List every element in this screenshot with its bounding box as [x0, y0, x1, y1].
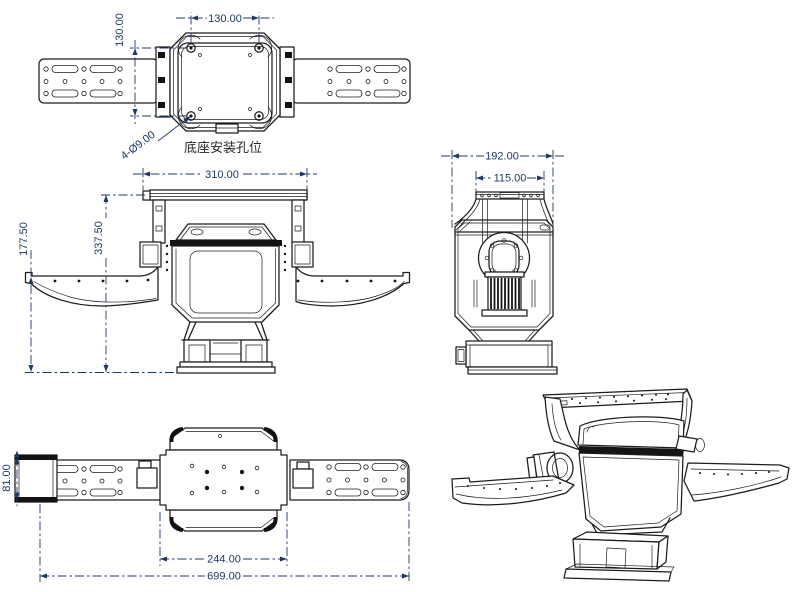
base-body	[169, 32, 281, 134]
dim-192: 192.00	[441, 150, 564, 228]
dim-text-130-h: 130.00	[208, 13, 242, 25]
dim-text-hole-callout: 4-Ø9.00	[119, 129, 158, 163]
side-pedestal	[455, 329, 558, 375]
bottom-body-outline	[169, 426, 278, 533]
bottom-view: 81.00 244.00 699.00	[1, 426, 410, 583]
side-yoke	[454, 191, 554, 244]
dim-text-130-v: 130.00	[114, 13, 126, 47]
front-body	[170, 223, 282, 323]
iso-right-pivot	[675, 435, 705, 453]
dim-text-192: 192.00	[485, 151, 519, 163]
arm-flanges	[155, 46, 295, 118]
dim-130-horizontal: 130.00	[176, 12, 274, 42]
side-view: 192.00 115.00	[441, 150, 564, 375]
front-yoke	[142, 189, 308, 244]
dim-81: 81.00	[1, 450, 20, 506]
top-view-caption: 底座安装孔位	[184, 140, 262, 155]
dim-text-699: 699.00	[207, 571, 241, 583]
isometric-view	[451, 388, 790, 582]
dim-177: 177.50	[18, 222, 178, 373]
dim-text-337: 337.50	[93, 221, 105, 255]
bottom-rail-end	[14, 454, 58, 503]
front-pivot-blocks	[139, 241, 314, 272]
iso-body	[577, 416, 685, 532]
iso-left-wing	[451, 475, 575, 506]
dim-text-244: 244.00	[207, 554, 241, 566]
iso-right-wing	[683, 462, 790, 502]
iso-pedestal	[563, 517, 675, 582]
front-view: 310.00 337.50 177.50	[18, 168, 411, 374]
mount-arm-left	[38, 58, 159, 104]
dim-244: 244.00	[159, 512, 288, 566]
dim-130-vertical: 130.00	[114, 13, 186, 124]
dim-text-177: 177.50	[18, 222, 30, 256]
bottom-arm-left	[41, 459, 164, 501]
bottom-center-plate	[159, 449, 288, 511]
side-motor	[473, 271, 536, 317]
dim-337: 337.50	[93, 194, 145, 372]
front-pedestal	[176, 321, 276, 374]
front-wings	[24, 266, 411, 307]
dim-699: 699.00	[39, 502, 410, 583]
dim-text-115: 115.00	[494, 173, 527, 185]
bottom-arm-right	[289, 459, 410, 501]
top-view: 130.00 130.00 4-Ø9.00 底座安装孔位	[38, 12, 411, 163]
dim-text-310: 310.00	[205, 169, 239, 181]
iso-top-plate	[542, 388, 693, 409]
dim-115: 115.00	[475, 171, 545, 192]
mount-arm-right	[291, 58, 411, 104]
dim-text-81: 81.00	[1, 464, 13, 492]
dim-310: 310.00	[133, 168, 317, 190]
